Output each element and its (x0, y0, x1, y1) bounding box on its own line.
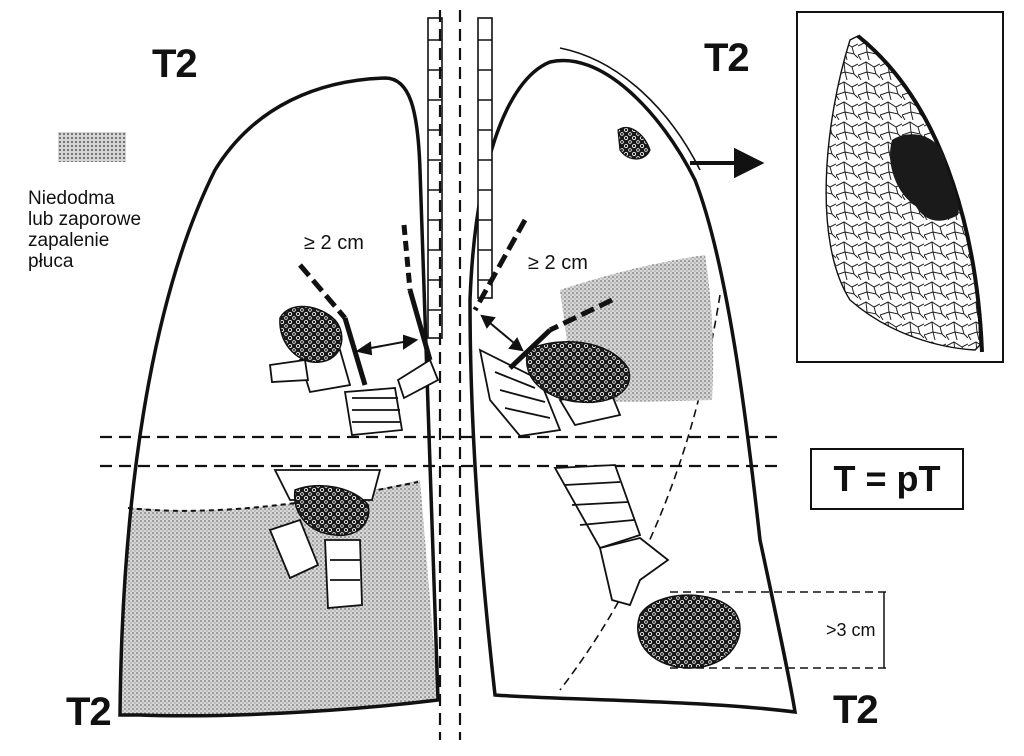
left-lower-atelectasis (120, 480, 438, 716)
legend-line: płuca (28, 251, 74, 272)
t2-label-top-right: T2 (704, 36, 750, 80)
inset-pointer-arrow (690, 147, 765, 179)
right-distance-arrow (480, 314, 524, 352)
left-upper-bronchus (269, 348, 440, 436)
inset-pleural-tumor (890, 134, 959, 221)
pleura-inset (796, 11, 1004, 363)
legend-line: zapalenie (28, 230, 110, 251)
trachea (427, 17, 493, 339)
left-distance-label: ≥ 2 cm (304, 232, 364, 254)
tumor-size-label: >3 cm (826, 620, 876, 640)
left-hilar-tumor (279, 305, 343, 363)
formula-text: T = pT (833, 458, 941, 499)
quadrant-guides (100, 10, 780, 740)
left-lower-atelectasis-border (127, 481, 419, 512)
formula-box: T = pT (810, 448, 964, 510)
t2-label-top-left: T2 (152, 42, 198, 86)
tumor-size-bracket (670, 591, 890, 669)
left-distance-markers (298, 224, 433, 386)
right-lower-bronchus (553, 464, 670, 607)
right-hilar-tumor (525, 340, 631, 404)
right-distance-markers (472, 218, 614, 370)
peripheral-tumor (637, 594, 741, 669)
legend-atelectasis-text: Niedodma lub zaporowe zapalenie płuca (28, 188, 141, 272)
right-apex-pleura (559, 47, 701, 171)
left-lower-tumor (294, 484, 370, 536)
t2-label-bottom-left: T2 (66, 690, 112, 734)
apical-pleural-tumor (617, 127, 651, 160)
legend-atelectasis-swatch (58, 132, 126, 162)
legend-line: lub zaporowe (28, 209, 142, 230)
left-distance-arrow (355, 334, 419, 356)
right-lung-outline (468, 58, 798, 715)
t2-label-bottom-right: T2 (833, 688, 879, 732)
right-distance-label: ≥ 2 cm (528, 252, 588, 274)
legend-line: Niedodma (28, 188, 115, 209)
left-lung-outline (118, 76, 440, 718)
